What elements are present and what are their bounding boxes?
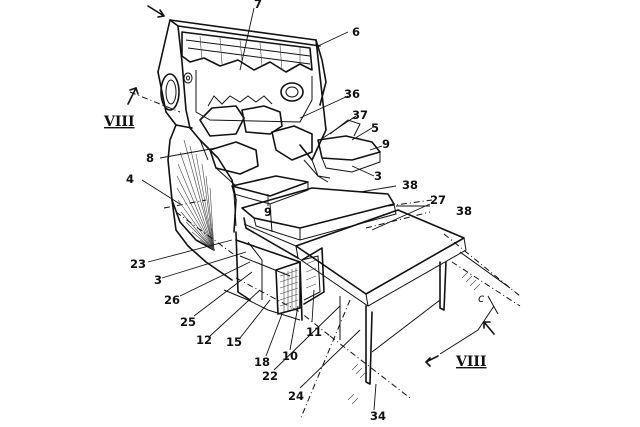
label-c: c xyxy=(478,291,485,305)
section-mark-right: VIII xyxy=(455,354,487,370)
label-24: 24 xyxy=(288,389,304,403)
label-8: 8 xyxy=(146,151,154,165)
label-11: 11 xyxy=(306,325,322,339)
under-frame xyxy=(224,232,324,320)
left-armrest xyxy=(232,176,308,232)
label-6: 6 xyxy=(352,25,360,39)
label-25: 25 xyxy=(180,315,196,329)
label-7: 7 xyxy=(254,0,262,11)
label-38-right: 38 xyxy=(456,204,472,218)
label-3-right: 3 xyxy=(374,169,382,183)
label-23: 23 xyxy=(130,257,146,271)
ground-hatching xyxy=(348,272,480,404)
back-pillows xyxy=(200,96,312,174)
section-lines xyxy=(130,92,520,420)
label-38-top: 38 xyxy=(402,178,418,192)
label-3-left: 3 xyxy=(154,273,162,287)
canopy-hood xyxy=(158,20,326,160)
section-mark-left: VIII xyxy=(103,114,135,130)
left-porthole xyxy=(161,74,179,110)
label-36: 36 xyxy=(344,87,360,101)
label-37: 37 xyxy=(352,108,368,122)
label-27: 27 xyxy=(430,193,446,207)
section-arrow-left xyxy=(128,6,164,104)
label-15: 15 xyxy=(226,335,242,349)
label-9-left: 9 xyxy=(264,205,272,219)
left-rivet xyxy=(184,73,192,83)
label-5: 5 xyxy=(371,121,379,135)
label-12: 12 xyxy=(196,333,212,347)
label-9-right: 9 xyxy=(382,137,390,151)
label-26: 26 xyxy=(164,293,180,307)
right-porthole xyxy=(281,83,303,101)
label-10: 10 xyxy=(282,349,298,363)
label-18: 18 xyxy=(254,355,270,369)
label-34: 34 xyxy=(370,409,386,423)
dimension-c xyxy=(440,252,510,354)
label-22: 22 xyxy=(262,369,278,383)
left-fan-pleats xyxy=(177,140,214,250)
label-4: 4 xyxy=(126,172,134,186)
